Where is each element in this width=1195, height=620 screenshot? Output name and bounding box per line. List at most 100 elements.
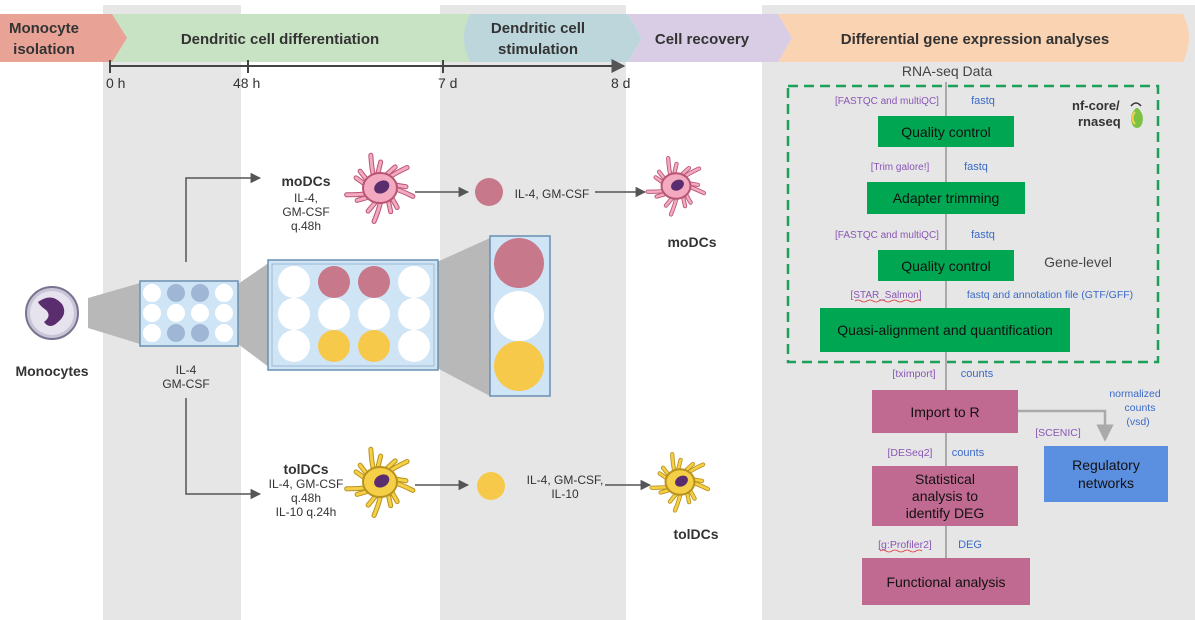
stage-monocyte-isolation	[0, 14, 130, 62]
medium-plate-well	[278, 298, 310, 330]
tube-wells	[489, 235, 551, 397]
stage-label-stimulation-1: Dendritic cell	[491, 20, 585, 37]
toldcs-cond-2: q.48h	[291, 491, 321, 505]
medium-plate-well	[398, 266, 430, 298]
regulatory-io-2: counts	[1125, 402, 1156, 414]
step2-tool: [Trim galore!]	[871, 162, 930, 173]
stage-dge-analyses	[778, 14, 1189, 62]
quality-control-box-2	[878, 250, 1014, 281]
small-plate-well	[215, 324, 233, 342]
step4-label: Quasi-alignment and quantification	[837, 322, 1053, 338]
timeline-label-7d: 7 d	[438, 75, 457, 91]
timeline-label-48h: 48 h	[233, 75, 260, 91]
medium-plate-well	[318, 298, 350, 330]
functional-label: Functional analysis	[886, 574, 1005, 590]
timeline-label-0h: 0 h	[106, 75, 125, 91]
medium-plate-well	[318, 330, 350, 362]
step2-io: fastq	[964, 161, 988, 173]
regulatory-networks-box	[1044, 446, 1168, 502]
statistical-analysis-box	[872, 466, 1018, 526]
medium-plate-well	[318, 266, 350, 298]
rnaseq-input-label: RNA-seq Data	[902, 63, 992, 79]
stage-dc-differentiation	[112, 14, 493, 62]
medium-plate-well	[358, 330, 390, 362]
spellcheck-underline-2	[879, 549, 923, 553]
step1-label: Quality control	[901, 124, 990, 140]
toldcs-cond-1: IL-4, GM-CSF	[269, 477, 344, 491]
step1-io: fastq	[971, 95, 995, 107]
medium-well-plate	[267, 259, 439, 371]
small-plate-well	[167, 284, 185, 302]
modcs-title: moDCs	[281, 173, 330, 189]
modc-recovered-icon	[645, 156, 707, 217]
stats-label-3: identify DEG	[906, 505, 985, 521]
zoom-cone-1	[88, 283, 140, 344]
stage-label-dge: Differential gene expression analyses	[841, 31, 1109, 48]
small-well-plate	[139, 280, 239, 347]
stage-cell-recovery	[628, 14, 792, 62]
step3-io: fastq	[971, 229, 995, 241]
spellcheck-underline	[854, 299, 922, 303]
timeline-label-8d: 8 d	[611, 75, 630, 91]
monocyte-cell-icon	[25, 286, 79, 340]
stats-label-2: analysis to	[912, 488, 978, 504]
stats-tool: [DESeq2]	[888, 447, 933, 459]
nfcore-label-1: nf-core/	[1072, 98, 1120, 113]
dc-nucleus	[675, 475, 688, 487]
small-plate-well	[191, 324, 209, 342]
step3-tool: [FASTQC and multiQC]	[835, 230, 939, 241]
step1-tool: [FASTQC and multiQC]	[835, 96, 939, 107]
toldc-well-dot	[477, 472, 505, 500]
toldc-cell-icon	[344, 446, 416, 518]
toldcs-stim-label-1: IL-4, GM-CSF,	[527, 473, 604, 487]
toldc-recovered-icon	[649, 452, 711, 513]
regulatory-io-1: normalized	[1109, 388, 1161, 400]
medium-plate-well	[398, 298, 430, 330]
modc-cell-icon	[344, 152, 416, 224]
modcs-output-label: moDCs	[667, 234, 716, 250]
small-plate-well	[143, 324, 161, 342]
modcs-cond-1: IL-4,	[294, 191, 318, 205]
branch-arrow-modcs	[185, 172, 262, 262]
medium-plate-well	[278, 266, 310, 298]
toldcs-output-label: tolDCs	[673, 526, 718, 542]
modcs-stim-label: IL-4, GM-CSF	[515, 187, 590, 201]
dc-nucleus	[671, 179, 684, 191]
step3-label: Quality control	[901, 258, 990, 274]
functional-tool: [g:Profiler2]	[878, 539, 932, 551]
regulatory-io-3: (vsd)	[1126, 416, 1149, 428]
modc-well-dot	[475, 178, 503, 206]
medium-plate-well	[278, 330, 310, 362]
regulatory-label-1: Regulatory	[1072, 457, 1140, 473]
quasi-alignment-box	[820, 308, 1070, 352]
toldcs-cond-3: IL-10 q.24h	[276, 505, 337, 519]
stage-label-recovery: Cell recovery	[655, 31, 750, 48]
import-to-r-box	[872, 390, 1018, 433]
dc-nucleus	[374, 180, 390, 194]
step4-tool: [STAR_Salmon]	[851, 290, 922, 301]
regulatory-tool: [SCENIC]	[1035, 427, 1081, 439]
nfcore-apple-icon	[1130, 102, 1143, 128]
gene-level-label: Gene-level	[1044, 254, 1112, 270]
modcs-cond-3: q.48h	[291, 219, 321, 233]
zoom-cone-2	[238, 262, 270, 368]
stage-dc-stimulation	[464, 14, 642, 62]
small-plate-well	[143, 304, 161, 322]
functional-analysis-box	[862, 558, 1030, 605]
arrow-to-regulatory	[1018, 409, 1114, 442]
stage-label-differentiation: Dendritic cell differentiation	[181, 31, 379, 48]
zoom-cone-3	[437, 238, 490, 396]
small-plate-label-2: GM-CSF	[162, 377, 209, 391]
small-plate-well	[215, 304, 233, 322]
import-label: Import to R	[910, 404, 979, 420]
stats-io: counts	[952, 447, 985, 459]
step2-label: Adapter trimming	[893, 190, 1000, 206]
small-plate-well	[167, 324, 185, 342]
small-plate-well	[215, 284, 233, 302]
quality-control-box-1	[878, 116, 1014, 147]
regulatory-label-2: networks	[1078, 475, 1134, 491]
medium-plate-well	[358, 266, 390, 298]
medium-plate-well	[398, 330, 430, 362]
